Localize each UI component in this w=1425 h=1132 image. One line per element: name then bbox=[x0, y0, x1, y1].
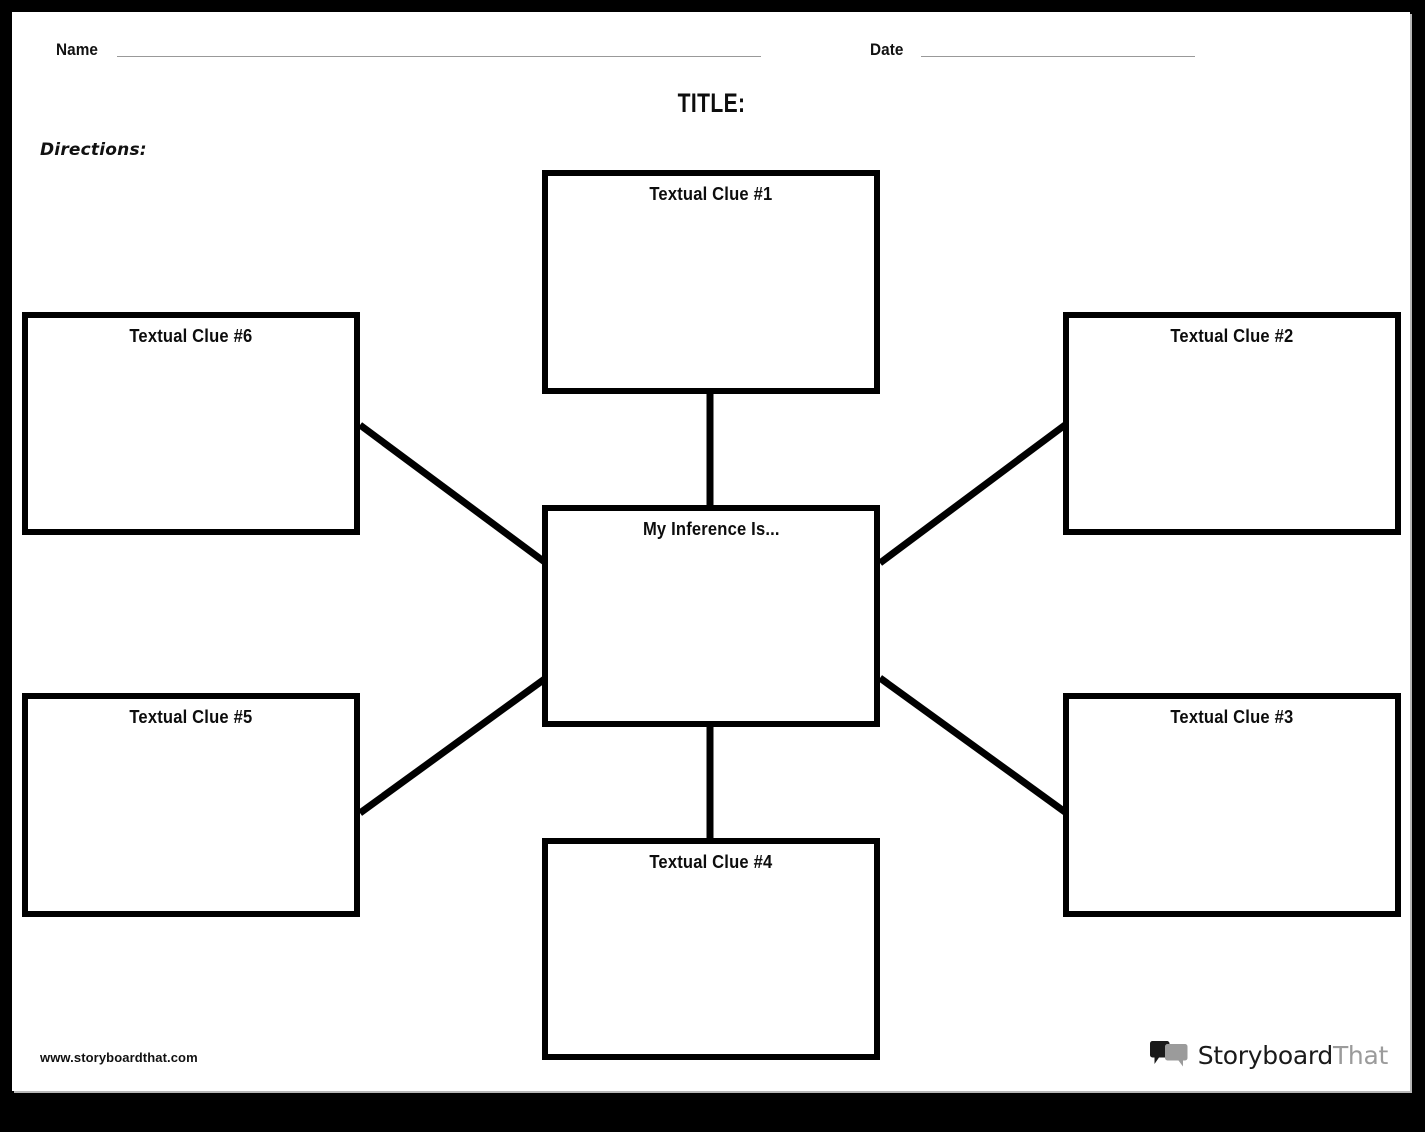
logo-wordmark: StoryboardThat bbox=[1197, 1040, 1389, 1070]
date-field-row: Date bbox=[870, 40, 1195, 60]
date-label: Date bbox=[870, 40, 904, 59]
my-inference-label: My Inference Is... bbox=[642, 519, 780, 539]
textual-clue-6-box[interactable]: Textual Clue #6 bbox=[22, 312, 360, 535]
textual-clue-2-box[interactable]: Textual Clue #2 bbox=[1063, 312, 1401, 535]
directions-label: Directions: bbox=[40, 140, 147, 160]
textual-clue-2-label: Textual Clue #2 bbox=[1170, 326, 1294, 346]
name-input-line[interactable] bbox=[116, 56, 761, 57]
textual-clue-5-label: Textual Clue #5 bbox=[129, 707, 253, 727]
textual-clue-3-label: Textual Clue #3 bbox=[1170, 707, 1294, 727]
speech-bubbles-icon bbox=[1149, 1041, 1188, 1067]
name-field-row: Name bbox=[56, 40, 761, 60]
textual-clue-4-label: Textual Clue #4 bbox=[649, 852, 773, 872]
page-title-text: TITLE: bbox=[677, 88, 745, 118]
textual-clue-4-box[interactable]: Textual Clue #4 bbox=[542, 838, 880, 1060]
textual-clue-6-label: Textual Clue #6 bbox=[129, 326, 253, 346]
connector-center-to-clue5 bbox=[357, 675, 549, 816]
logo-word-that: That bbox=[1332, 1040, 1388, 1070]
worksheet-page: Name Date TITLE: Directions: Textual Clu… bbox=[12, 12, 1410, 1091]
logo-word-storyboard: Storyboard bbox=[1197, 1040, 1334, 1070]
textual-clue-1-box[interactable]: Textual Clue #1 bbox=[542, 170, 880, 394]
textual-clue-5-box[interactable]: Textual Clue #5 bbox=[22, 693, 360, 917]
storyboardthat-logo: StoryboardThat bbox=[1149, 1041, 1388, 1069]
textual-clue-1-label: Textual Clue #1 bbox=[649, 184, 773, 204]
connector-center-to-clue6 bbox=[357, 422, 549, 566]
page-title: TITLE: bbox=[12, 88, 1410, 119]
connector-center-to-clue3 bbox=[877, 675, 1068, 815]
site-url-text: www.storyboardthat.com bbox=[40, 1050, 198, 1065]
textual-clue-3-box[interactable]: Textual Clue #3 bbox=[1063, 693, 1401, 917]
date-input-line[interactable] bbox=[921, 56, 1195, 57]
name-label: Name bbox=[56, 40, 99, 59]
connector-center-to-clue2 bbox=[877, 422, 1068, 566]
my-inference-box[interactable]: My Inference Is... bbox=[542, 505, 880, 727]
